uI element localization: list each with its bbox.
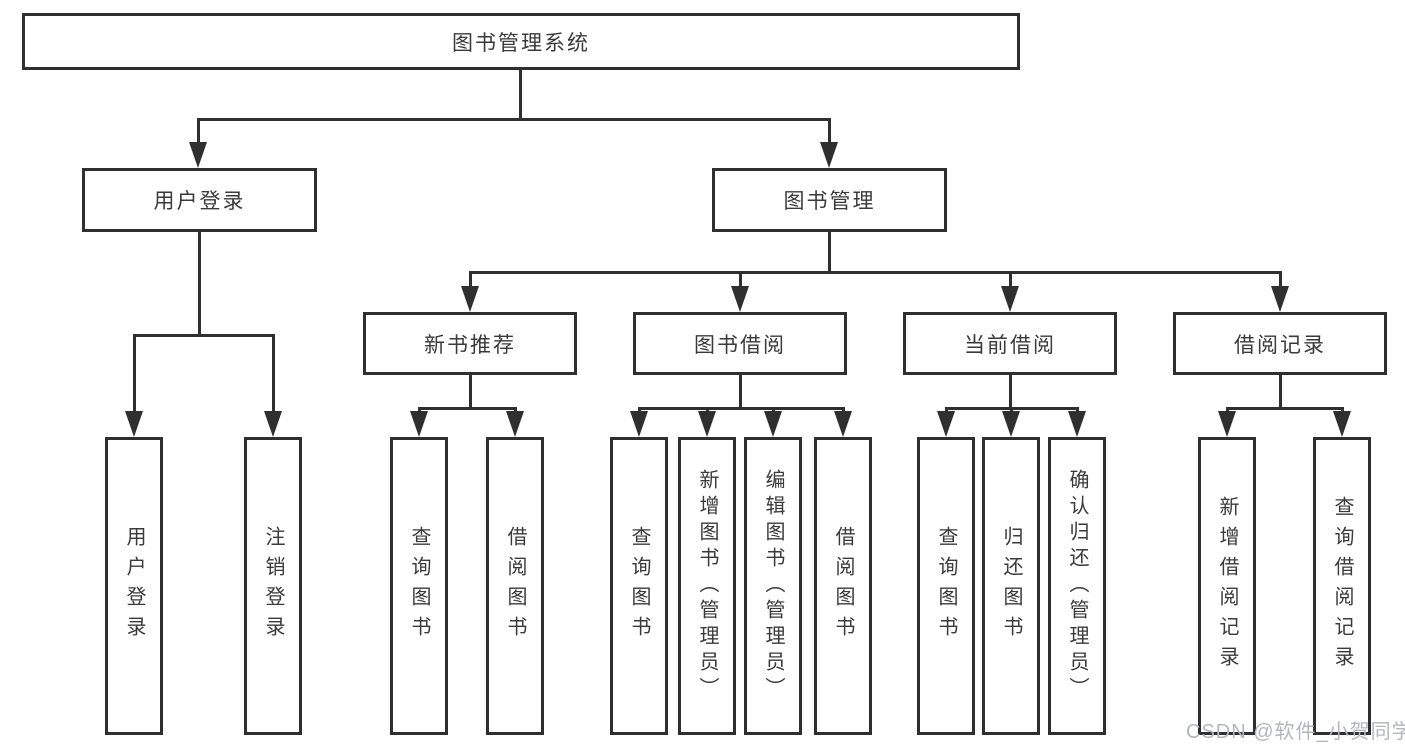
leaf-confirm-return-admin: 确认归还（管理员）	[1048, 437, 1106, 735]
node-label: 新书推荐	[424, 333, 516, 357]
connector-line	[519, 70, 522, 120]
arrow-down-icon	[820, 142, 838, 168]
connector-line	[1226, 407, 1344, 410]
node-label: 图书借阅	[694, 333, 786, 357]
arrow-down-icon	[264, 411, 282, 437]
connector-line	[1279, 271, 1282, 288]
leaf-borrow-books: 借阅图书	[486, 437, 544, 735]
connector-line	[272, 334, 275, 413]
node-label: 图书管理	[783, 190, 876, 213]
leaf-add-borrow-record: 新增借阅记录	[1198, 437, 1256, 735]
connector-line	[470, 271, 1282, 274]
connector-line	[739, 375, 742, 409]
connector-line	[828, 118, 831, 146]
leaf-return-books: 归还图书	[982, 437, 1040, 735]
leaf-edit-books-admin: 编辑图书（管理员）	[744, 437, 802, 735]
node-label: 用户登录	[153, 190, 246, 213]
arrow-down-icon	[698, 411, 716, 437]
connector-line	[1279, 375, 1282, 409]
csdn-watermark: CSDN @软件_小贺同学	[1186, 721, 1405, 743]
arrow-down-icon	[506, 411, 524, 437]
connector-line	[197, 118, 831, 121]
arrow-down-icon	[461, 286, 479, 312]
node-book-management: 图书管理	[712, 168, 947, 232]
node-label: 借阅记录	[1234, 333, 1326, 357]
leaf-query-books: 查询图书	[390, 437, 448, 735]
connector-line	[197, 118, 200, 146]
leaf-add-books-admin: 新增图书（管理员）	[678, 437, 736, 735]
arrow-down-icon	[1218, 411, 1236, 437]
arrow-down-icon	[189, 142, 207, 168]
node-label: 当前借阅	[964, 333, 1056, 357]
leaf-query-borrow-record: 查询借阅记录	[1313, 437, 1371, 735]
connector-line	[1009, 375, 1012, 409]
leaf-logout: 注销登录	[244, 437, 302, 735]
node-new-book-recommend: 新书推荐	[363, 312, 577, 375]
arrow-down-icon	[1271, 286, 1289, 312]
connector-line	[1009, 271, 1012, 288]
arrow-down-icon	[937, 411, 955, 437]
connector-line	[133, 334, 275, 337]
connector-line	[638, 407, 845, 410]
connector-line	[469, 375, 472, 409]
connector-line	[469, 271, 472, 288]
arrow-down-icon	[1333, 411, 1351, 437]
connector-line	[418, 407, 517, 410]
leaf-query-books: 查询图书	[917, 437, 975, 735]
arrow-down-icon	[731, 286, 749, 312]
arrow-down-icon	[764, 411, 782, 437]
leaf-borrow-books: 借阅图书	[814, 437, 872, 735]
node-user-login: 用户登录	[82, 168, 317, 232]
arrow-down-icon	[630, 411, 648, 437]
arrow-down-icon	[1001, 286, 1019, 312]
leaf-query-books: 查询图书	[610, 437, 668, 735]
arrow-down-icon	[125, 411, 143, 437]
connector-line	[828, 232, 831, 273]
node-borrow-records: 借阅记录	[1173, 312, 1387, 375]
node-current-borrow: 当前借阅	[903, 312, 1117, 375]
node-label: 图书管理系统	[452, 31, 590, 55]
connector-line	[739, 271, 742, 288]
arrow-down-icon	[410, 411, 428, 437]
arrow-down-icon	[1002, 411, 1020, 437]
leaf-user-login: 用户登录	[105, 437, 163, 735]
connector-line	[198, 232, 201, 337]
node-root-system: 图书管理系统	[22, 13, 1020, 70]
arrow-down-icon	[1068, 411, 1086, 437]
arrow-down-icon	[834, 411, 852, 437]
node-book-borrow: 图书借阅	[633, 312, 847, 375]
connector-line	[133, 334, 136, 413]
